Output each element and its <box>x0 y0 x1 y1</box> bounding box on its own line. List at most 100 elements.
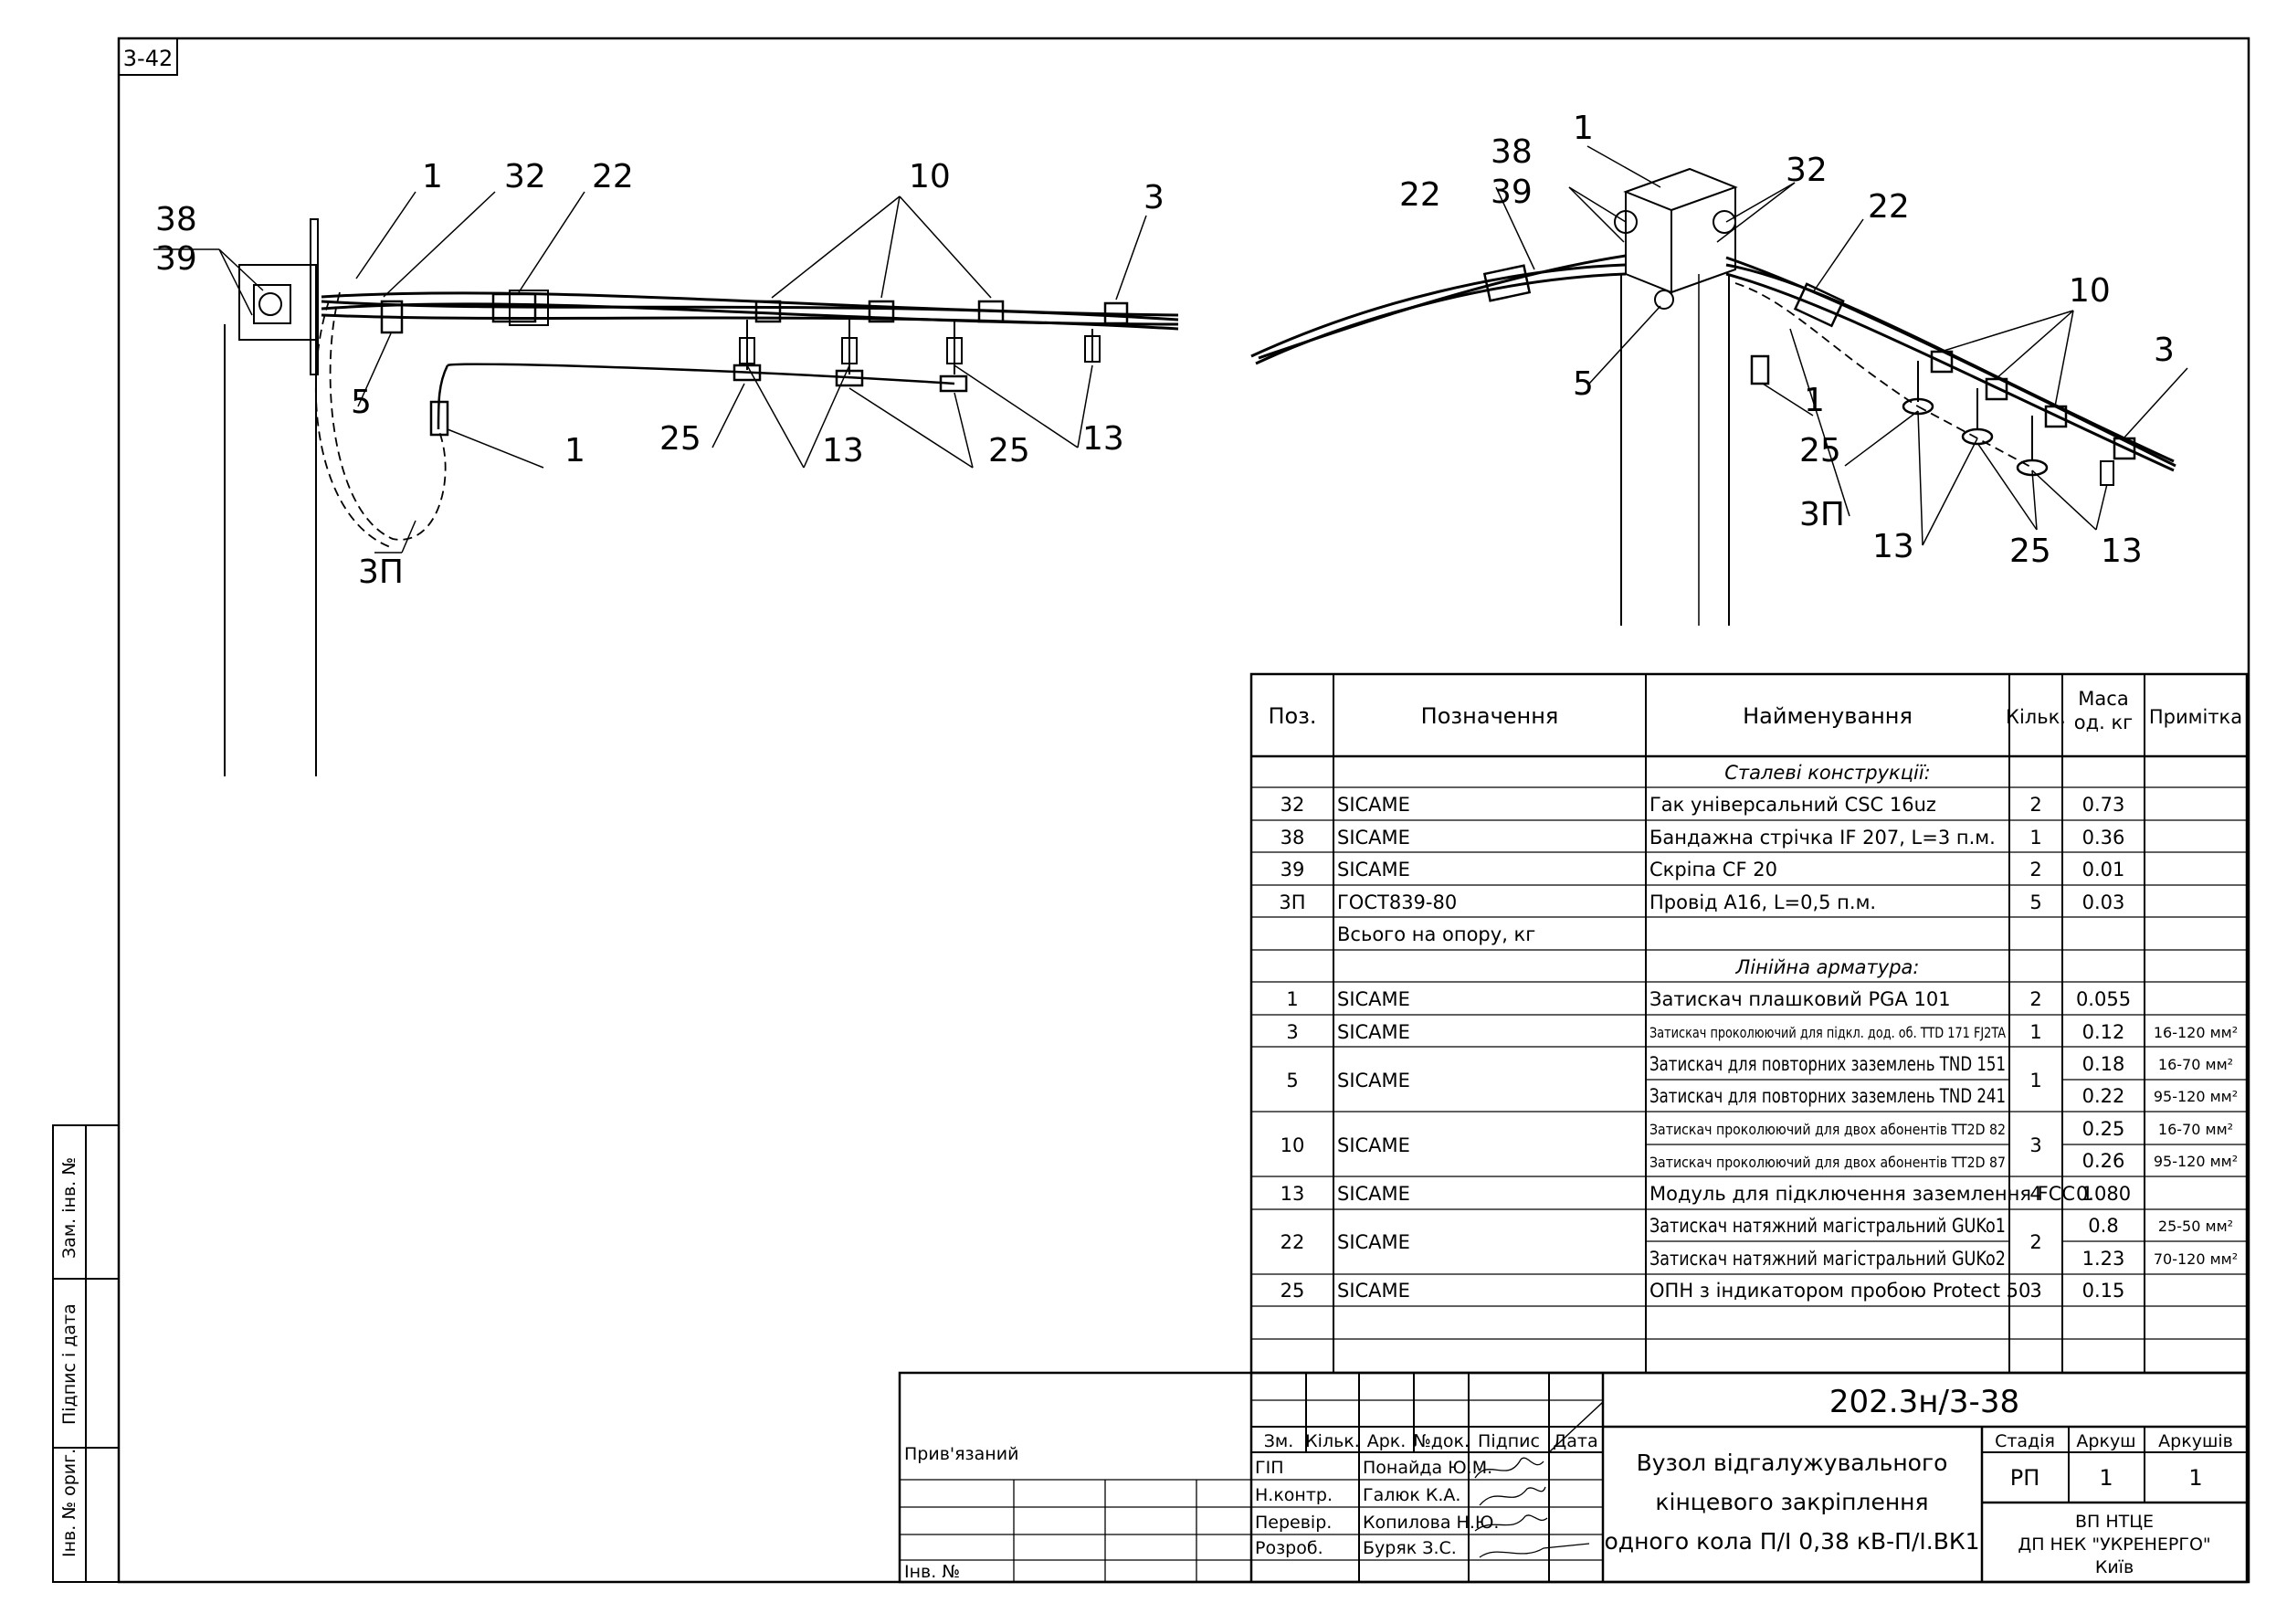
svg-text:ГОСТ839-80: ГОСТ839-80 <box>1337 891 1457 913</box>
section-line: Лінійна арматура: <box>1735 956 1920 978</box>
svg-text:0.01: 0.01 <box>2082 859 2125 881</box>
svg-text:16-120 мм²: 16-120 мм² <box>2154 1024 2238 1041</box>
svg-text:Провід А16, L=0,5 п.м.: Провід А16, L=0,5 п.м. <box>1649 891 1876 913</box>
svg-text:95-120 мм²: 95-120 мм² <box>2154 1153 2238 1170</box>
left-callout-38: 38 <box>155 201 197 238</box>
svg-text:ОПН з індикатором пробою Prote: ОПН з індикатором пробою Protect 50 <box>1649 1280 2030 1302</box>
svg-text:3: 3 <box>1286 1021 1298 1043</box>
right-callout-5: 5 <box>1573 365 1594 403</box>
sheets-value: 1 <box>2188 1465 2202 1491</box>
svg-text:5: 5 <box>1286 1070 1298 1091</box>
stamp-header-date: Дата <box>1553 1431 1597 1451</box>
svg-text:Затискач для повторних заземле: Затискач для повторних заземлень TND 151 <box>1649 1053 2006 1075</box>
table-row: 5 SICAME Затискач для повторних заземлен… <box>1286 1053 2238 1107</box>
table-row: 3П ГОСТ839-80 Провід А16, L=0,5 п.м. 5 0… <box>1279 891 2124 913</box>
svg-text:0.080: 0.080 <box>2076 1183 2131 1205</box>
header-name: Найменування <box>1743 703 1913 729</box>
left-view-callouts: 38 39 1 32 22 10 3 5 25 13 25 13 1 3П <box>155 158 1165 591</box>
svg-text:2: 2 <box>2029 1231 2041 1253</box>
svg-text:Модуль для підключення заземле: Модуль для підключення заземлення FCC 1 <box>1649 1183 2093 1205</box>
svg-text:0.8: 0.8 <box>2088 1215 2118 1237</box>
side-stamp-sign-date: Підпис і дата <box>59 1303 79 1425</box>
table-row: 3 SICAME Затискач проколюючий для підкл.… <box>1286 1021 2238 1043</box>
svg-text:95-120 мм²: 95-120 мм² <box>2154 1088 2238 1105</box>
svg-text:32: 32 <box>1281 794 1305 816</box>
left-callout-1: 1 <box>422 158 443 195</box>
svg-text:2: 2 <box>2029 859 2041 881</box>
name-developed: Буряк З.С. <box>1363 1538 1457 1558</box>
spec-table-header: Поз. Позначення Найменування Кільк. Маса… <box>1268 688 2242 733</box>
svg-text:Затискач для повторних заземле: Затискач для повторних заземлень TND 241 <box>1649 1085 2006 1107</box>
svg-text:25: 25 <box>1281 1280 1305 1302</box>
table-row: 13 SICAME Модуль для підключення заземле… <box>1281 1183 2131 1205</box>
sheet-label: Аркуш <box>2076 1431 2135 1451</box>
table-row: 1 SICAME Затискач плашковий PGA 101 2 0.… <box>1286 988 2131 1010</box>
spec-rows-line: 1 SICAME Затискач плашковий PGA 101 2 0.… <box>1281 988 2239 1302</box>
svg-text:3П: 3П <box>1279 891 1305 913</box>
spec-rows-steel: 32 SICAME Гак універсальний CSC 16uz 2 0… <box>1279 794 2124 913</box>
svg-text:1: 1 <box>2029 1070 2041 1091</box>
left-callout-39: 39 <box>155 240 197 278</box>
svg-text:Затискач натяжний магістральни: Затискач натяжний магістральний GUKo1 <box>1649 1215 2006 1237</box>
right-callout-1: 1 <box>1573 110 1594 147</box>
section-steel: Сталеві конструкції: <box>1724 762 1931 784</box>
svg-text:5: 5 <box>2029 891 2041 913</box>
right-view-callouts: 38 39 1 32 22 22 10 3 5 1 25 3П 13 25 13 <box>1399 110 2175 570</box>
svg-text:1: 1 <box>2029 1021 2041 1043</box>
name-norm-control: Галюк К.А. <box>1363 1485 1460 1505</box>
svg-text:Скріпа CF 20: Скріпа CF 20 <box>1649 859 1777 881</box>
svg-text:SICAME: SICAME <box>1337 1231 1410 1253</box>
table-row: 39 SICAME Скріпа CF 20 2 0.01 <box>1281 859 2125 881</box>
left-callout-13-b: 13 <box>1082 420 1124 458</box>
svg-text:SICAME: SICAME <box>1337 1280 1410 1302</box>
right-callout-13-a: 13 <box>1872 528 1914 565</box>
left-callout-13-a: 13 <box>822 432 864 469</box>
svg-text:Затискач проколюючий для двох: Затискач проколюючий для двох абонентів … <box>1649 1154 2006 1171</box>
right-callout-39: 39 <box>1491 174 1533 211</box>
name-checked: Копилова Н.Ю. <box>1363 1513 1499 1533</box>
sheet-code: 3-42 <box>123 46 173 71</box>
svg-text:Бандажна стрічка IF 207, L=3 п: Бандажна стрічка IF 207, L=3 п.м. <box>1649 827 1996 849</box>
right-callout-3p: 3П <box>1799 496 1845 533</box>
svg-text:3: 3 <box>2029 1280 2041 1302</box>
role-checked: Перевір. <box>1255 1513 1332 1533</box>
role-gip: ГІП <box>1255 1458 1283 1478</box>
stamp-header-sign: Підпис <box>1478 1431 1540 1451</box>
svg-text:0.055: 0.055 <box>2076 988 2131 1010</box>
stage-label: Стадія <box>1995 1431 2055 1451</box>
svg-text:16-70 мм²: 16-70 мм² <box>2158 1056 2233 1073</box>
org-line-1: ВП НТЦЕ <box>2075 1512 2154 1532</box>
svg-text:25-50 мм²: 25-50 мм² <box>2158 1218 2233 1235</box>
right-callout-22-b: 22 <box>1868 188 1910 226</box>
left-callout-5: 5 <box>351 384 372 421</box>
svg-text:16-70 мм²: 16-70 мм² <box>2158 1121 2233 1138</box>
left-callout-3p: 3П <box>358 554 404 591</box>
table-row: 22 SICAME Затискач натяжний магістральни… <box>1281 1215 2239 1270</box>
total-label: Всього на опору, кг <box>1337 923 1535 945</box>
svg-text:SICAME: SICAME <box>1337 794 1410 816</box>
side-stamp <box>52 1124 120 1583</box>
svg-text:1.23: 1.23 <box>2082 1248 2125 1270</box>
svg-text:22: 22 <box>1281 1231 1305 1253</box>
svg-text:0.18: 0.18 <box>2082 1053 2125 1075</box>
header-qty: Кільк. <box>2006 706 2066 728</box>
svg-text:4: 4 <box>2029 1183 2041 1205</box>
sheets-label: Аркушів <box>2158 1431 2233 1451</box>
attached-label: Прив'язаний <box>904 1444 1018 1464</box>
svg-text:SICAME: SICAME <box>1337 859 1410 881</box>
right-callout-1-b: 1 <box>1804 382 1825 419</box>
left-callout-1-b: 1 <box>564 432 585 469</box>
right-callout-3: 3 <box>2154 332 2175 369</box>
right-callout-25-b: 25 <box>2009 533 2051 570</box>
svg-text:1: 1 <box>1286 988 1298 1010</box>
role-norm-control: Н.контр. <box>1255 1485 1333 1505</box>
role-developed: Розроб. <box>1255 1538 1323 1558</box>
title-line-3: одного кола П/І 0,38 кВ-П/І.ВК1 <box>1604 1528 1979 1555</box>
right-view-drawing <box>1250 145 2188 626</box>
sheet-code-box: 3-42 <box>118 37 178 76</box>
header-code: Позначення <box>1421 703 1559 729</box>
svg-text:2: 2 <box>2029 988 2041 1010</box>
svg-text:2: 2 <box>2029 794 2041 816</box>
table-row: 25 SICAME ОПН з індикатором пробою Prote… <box>1281 1280 2125 1302</box>
